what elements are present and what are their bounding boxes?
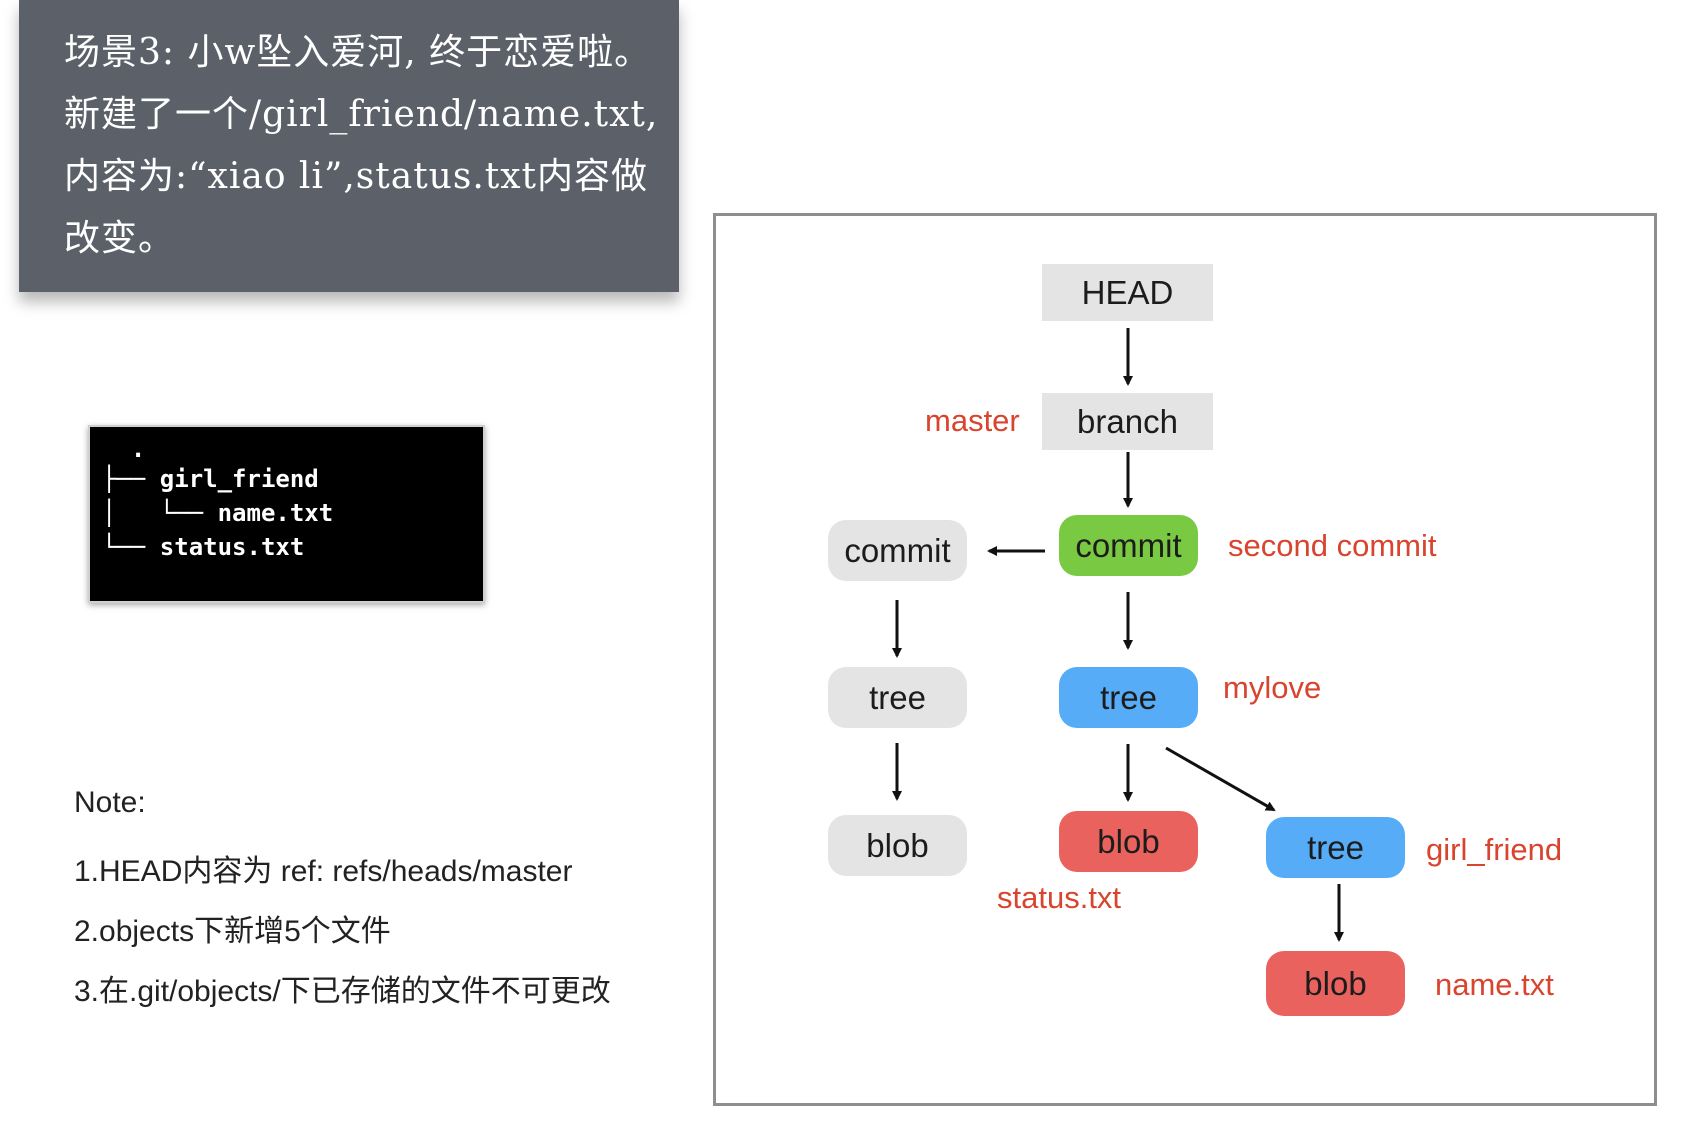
branch-node: branch [1042, 393, 1213, 450]
label-second-commit: second commit [1228, 528, 1437, 563]
blob-node-status: blob [1059, 811, 1198, 872]
terminal-line-girl-friend: ├── girl_friend [102, 465, 319, 493]
commit-node-first: commit [828, 520, 967, 581]
label-girl-friend: girl_friend [1426, 832, 1563, 867]
terminal-tree-output: . ├── girl_friend │ └── name.txt └── sta… [88, 425, 485, 603]
label-status-txt: status.txt [997, 880, 1122, 915]
arrow-tree-to-subtree [1165, 746, 1276, 812]
scene-description: 场景3: 小w坠入爱河, 终于恋爱啦。新建了一个/girl_friend/nam… [64, 32, 659, 259]
blob-node-name: blob [1266, 951, 1405, 1016]
head-node: HEAD [1042, 264, 1213, 321]
git-object-diagram [713, 213, 1657, 1106]
note-title: Note: [74, 786, 146, 819]
label-master: master [925, 403, 1020, 438]
tree-node-girl-friend: tree [1266, 817, 1405, 878]
commit-node-second: commit [1059, 515, 1198, 576]
terminal-line-name-txt: │ └── name.txt [102, 499, 334, 527]
tree-node-first: tree [828, 667, 967, 728]
note-item-1: 1.HEAD内容为 ref: refs/heads/master [74, 855, 573, 888]
note-item-3: 3.在.git/objects/下已存储的文件不可更改 [74, 975, 611, 1008]
terminal-line-status-txt: └── status.txt [102, 533, 305, 561]
label-mylove: mylove [1223, 670, 1322, 705]
note-item-2: 2.objects下新增5个文件 [74, 915, 391, 948]
terminal-line-root: . [102, 435, 146, 463]
tree-node-root: tree [1059, 667, 1198, 728]
label-name-txt: name.txt [1435, 967, 1554, 1002]
scene-card: 场景3: 小w坠入爱河, 终于恋爱啦。新建了一个/girl_friend/nam… [19, 0, 679, 292]
blob-node-first: blob [828, 815, 967, 876]
